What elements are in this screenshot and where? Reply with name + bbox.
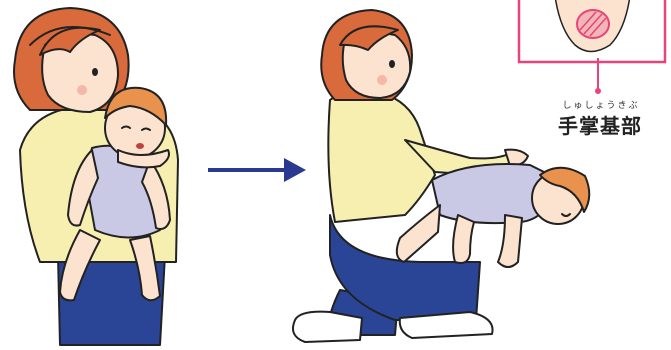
palm-base-label: 手掌基部 <box>548 110 652 139</box>
palm-diagram <box>519 0 665 94</box>
arrow-right-icon <box>208 158 306 182</box>
mother-holding-baby-figure <box>14 8 178 345</box>
